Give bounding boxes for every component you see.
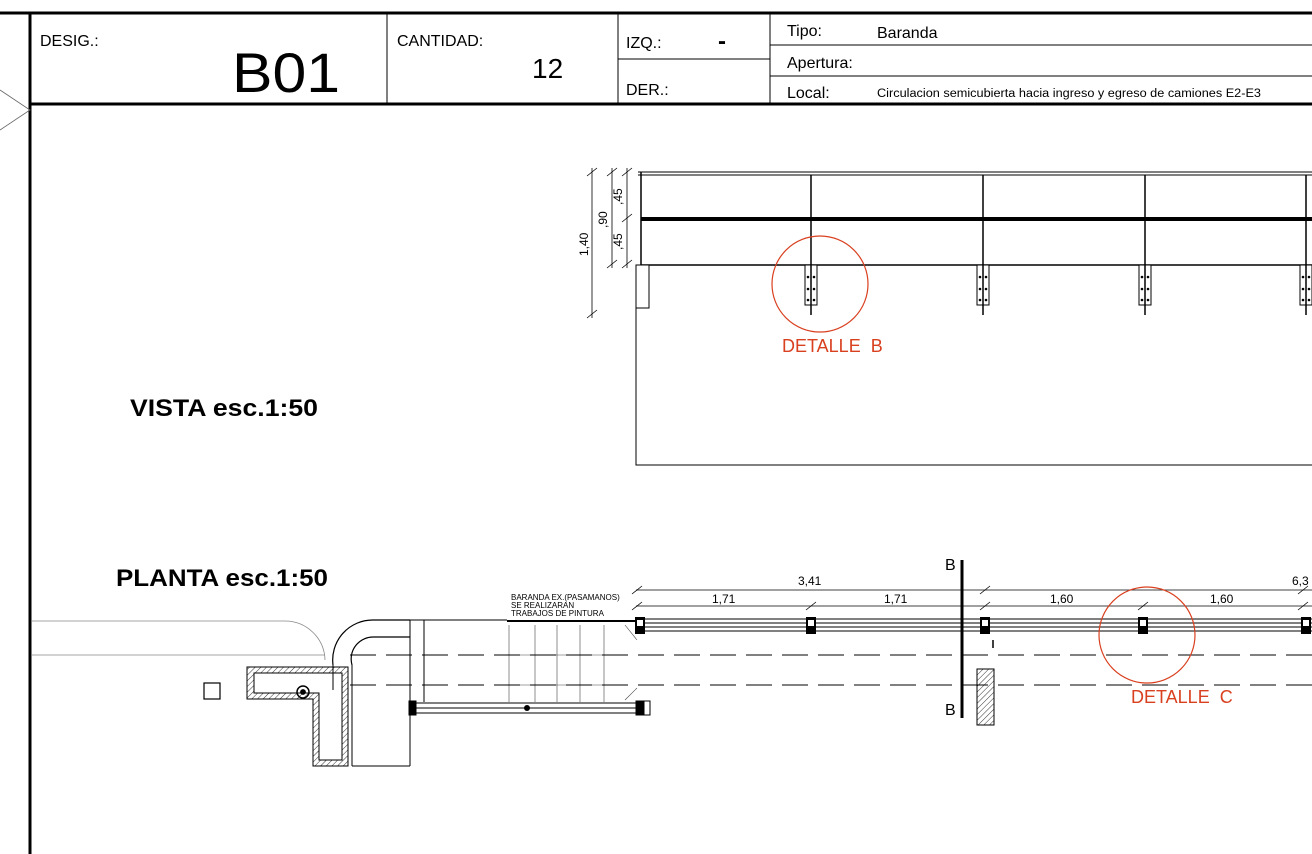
vista-dim-bottom: ,45 bbox=[611, 233, 625, 250]
vista-dim-mid: ,90 bbox=[596, 211, 610, 228]
planta-dim-group-a: 3,41 bbox=[798, 574, 822, 588]
vista-post-bolt bbox=[806, 287, 810, 291]
vista-post-bolt bbox=[984, 287, 988, 291]
detail-c-circle bbox=[1098, 586, 1196, 684]
title-block: DESIG.: B01 CANTIDAD: 12 IZQ.: - DER.: T… bbox=[40, 13, 1312, 104]
tipo-value: Baranda bbox=[877, 25, 938, 42]
vista-post-bolt bbox=[1301, 287, 1305, 291]
planta-dimension-lines bbox=[631, 585, 1312, 611]
vista-post-bolt bbox=[806, 298, 810, 302]
vista-post-bolt bbox=[812, 275, 816, 279]
vista-post-bolt bbox=[1307, 298, 1311, 302]
vista-post-plate bbox=[635, 264, 650, 309]
tipo-label: Tipo: bbox=[787, 23, 822, 40]
izq-label: IZQ.: bbox=[626, 35, 662, 52]
desig-value: B01 bbox=[232, 41, 340, 104]
vista-post-bolt bbox=[978, 275, 982, 279]
planta-post-core bbox=[982, 620, 988, 626]
planta-note-2: SE REALIZARAN bbox=[511, 601, 574, 610]
planta-posts bbox=[635, 617, 1311, 634]
vista-post-bolt bbox=[984, 275, 988, 279]
izq-value: - bbox=[718, 28, 726, 55]
vista-post-bolt bbox=[1140, 298, 1144, 302]
local-label: Local: bbox=[787, 85, 830, 102]
vista-post-bolt bbox=[1140, 287, 1144, 291]
planta-dim-b2: 1,60 bbox=[1210, 592, 1234, 606]
planta-post-core bbox=[1303, 620, 1309, 626]
vista-post-bolt bbox=[1146, 287, 1150, 291]
vista-post-bolt bbox=[1301, 298, 1305, 302]
cantidad-value: 12 bbox=[532, 53, 563, 84]
planta-note-3: TRABAJOS DE PINTURA bbox=[511, 609, 605, 618]
planta-dim-b1: 1,60 bbox=[1050, 592, 1074, 606]
planta-plan bbox=[32, 560, 1312, 767]
planta-dim-a1: 1,71 bbox=[712, 592, 736, 606]
planta-post-core bbox=[1140, 620, 1146, 626]
vista-dim-total: 1,40 bbox=[577, 232, 591, 256]
detail-c-label: DETALLE C bbox=[1131, 687, 1233, 707]
vista-posts bbox=[635, 172, 1312, 315]
vista-elevation bbox=[635, 171, 1312, 466]
vista-post-bolt bbox=[1301, 275, 1305, 279]
planta-note-1: BARANDA EX.(PASAMANOS) bbox=[511, 593, 620, 602]
vista-post-bolt bbox=[978, 298, 982, 302]
section-b-bottom: B bbox=[945, 702, 956, 719]
vista-post-bolt bbox=[978, 287, 982, 291]
sheet-frame bbox=[0, 11, 1312, 854]
local-value: Circulacion semicubierta hacia ingreso y… bbox=[877, 88, 1261, 100]
detail-b-circle bbox=[771, 235, 869, 333]
vista-post-bolt bbox=[812, 298, 816, 302]
apertura-label: Apertura: bbox=[787, 55, 853, 72]
vista-post-bolt bbox=[1307, 275, 1311, 279]
section-b-top: B bbox=[945, 557, 956, 574]
planta-post-core bbox=[637, 620, 643, 626]
vista-post-bolt bbox=[1146, 298, 1150, 302]
desig-label: DESIG.: bbox=[40, 33, 99, 50]
vista-post-bolt bbox=[984, 298, 988, 302]
vista-post-bolt bbox=[1146, 275, 1150, 279]
vista-post-bolt bbox=[806, 275, 810, 279]
vista-post-bolt bbox=[1307, 287, 1311, 291]
detail-b-label: DETALLE B bbox=[782, 336, 883, 356]
vista-post-bolt bbox=[1140, 275, 1144, 279]
vista-dim-top: ,45 bbox=[611, 188, 625, 205]
planta-post-core bbox=[808, 620, 814, 626]
planta-dim-a2: 1,71 bbox=[884, 592, 908, 606]
cantidad-label: CANTIDAD: bbox=[397, 33, 483, 50]
planta-title: PLANTA esc.1:50 bbox=[116, 565, 328, 592]
vista-title: VISTA esc.1:50 bbox=[130, 395, 318, 422]
der-label: DER.: bbox=[626, 82, 669, 99]
vista-dimension-chain bbox=[586, 167, 633, 319]
planta-dim-group-b: 6,3 bbox=[1292, 574, 1309, 588]
vista-post-bolt bbox=[812, 287, 816, 291]
